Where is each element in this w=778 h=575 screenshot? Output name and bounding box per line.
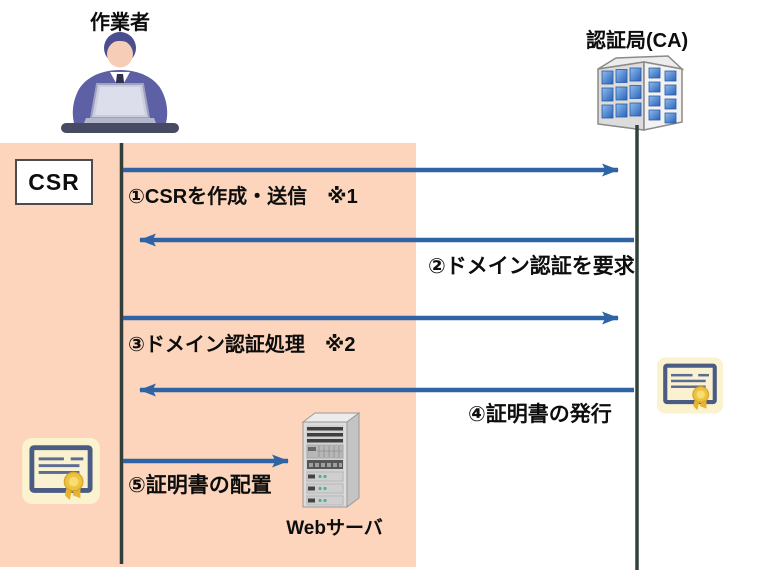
ca-label: 認証局(CA) [586, 30, 689, 52]
csr-box: CSR [15, 159, 93, 205]
csr-box-label: CSR [28, 168, 80, 195]
step3-label: ③ドメイン認証処理 ※2 [128, 334, 356, 356]
step2-label: ②ドメイン認証を要求 [428, 255, 635, 278]
certificate-icon-worker [22, 438, 100, 504]
ca-building-icon [597, 55, 685, 131]
web-server-label: Webサーバ [286, 518, 383, 539]
web-server-icon [301, 412, 361, 508]
worker-label: 作業者 [90, 12, 150, 34]
step5-label: ⑤証明書の配置 [128, 474, 272, 497]
step1-label: ①CSRを作成・送信 ※1 [128, 186, 358, 208]
certificate-icon-ca [657, 357, 723, 414]
worker-avatar-icon [61, 32, 179, 133]
step4-label: ④証明書の発行 [468, 403, 612, 426]
